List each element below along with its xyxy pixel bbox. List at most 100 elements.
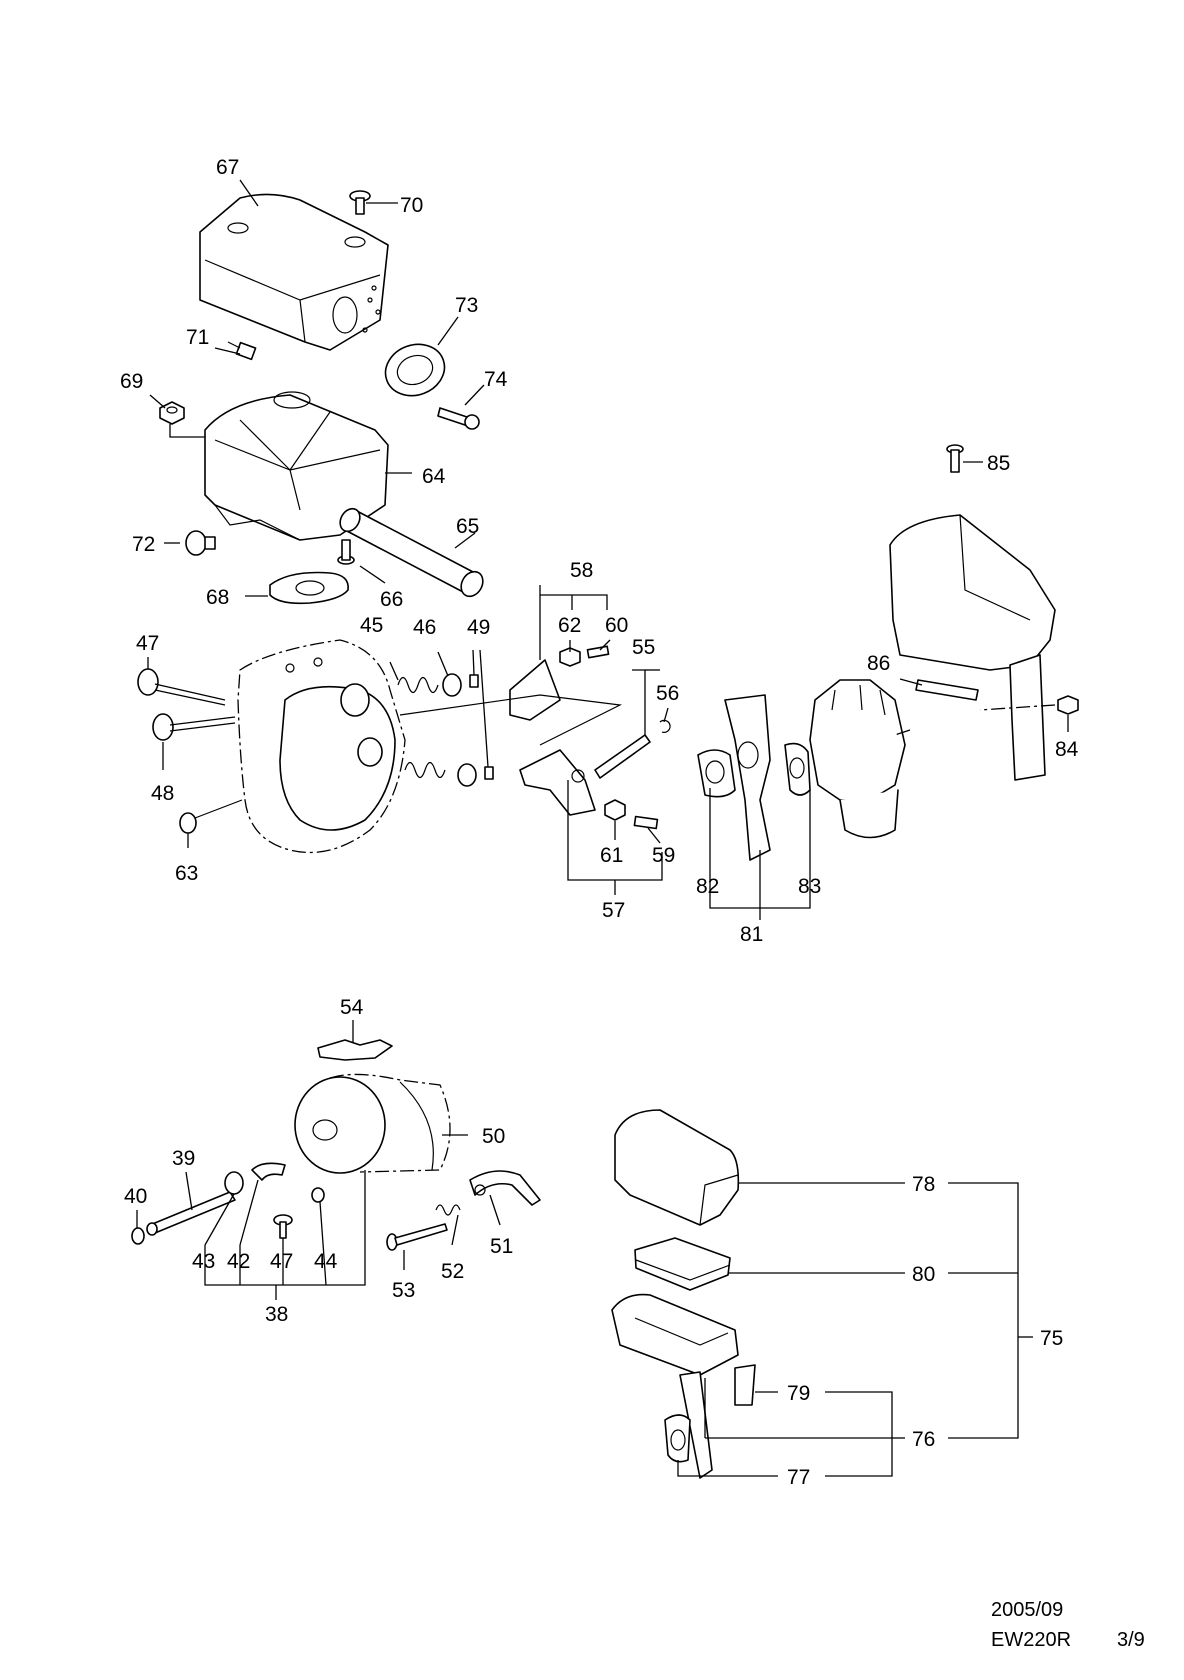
bolt-70-part: [349, 190, 371, 215]
washer-46-part: [442, 673, 477, 787]
label-73: 73: [455, 294, 478, 317]
bolt-85-part: [946, 444, 964, 473]
label-69: 69: [120, 370, 143, 393]
label-83: 83: [798, 875, 821, 898]
label-54: 54: [340, 996, 364, 1019]
label-86: 86: [867, 652, 890, 675]
linkage-frame-part: [399, 694, 623, 746]
carburetor-part: [809, 679, 906, 839]
leader-lines: [136, 179, 1069, 1477]
label-52: 52: [441, 1260, 464, 1283]
bolt-71-part: [227, 341, 257, 361]
element-80-part: [634, 1237, 731, 1291]
screw-74-part: [437, 407, 480, 430]
label-49: 49: [467, 616, 490, 639]
label-63: 63: [175, 862, 198, 885]
label-78: 78: [912, 1173, 935, 1196]
gasket-79-part: [734, 1364, 756, 1406]
nut-61-part: [604, 799, 626, 821]
label-42: 42: [227, 1250, 250, 1273]
label-48: 48: [151, 782, 174, 805]
gasket-68-part: [269, 571, 349, 605]
label-56: 56: [656, 682, 679, 705]
label-40: 40: [124, 1185, 147, 1208]
cylinder-head-part: [237, 639, 406, 854]
bolt-72-part: [185, 530, 216, 556]
label-65: 65: [456, 515, 479, 538]
label-68: 68: [206, 586, 229, 609]
label-51: 51: [490, 1235, 513, 1258]
label-50: 50: [482, 1125, 505, 1148]
page-footer: 2005/09 EW220R 3/9: [991, 1599, 1145, 1651]
label-81: 81: [740, 923, 763, 946]
label-46: 46: [413, 616, 436, 639]
plate-54-part: [317, 1039, 393, 1061]
label-44: 44: [314, 1250, 338, 1273]
label-57: 57: [602, 899, 625, 922]
pin-47-part: [273, 1214, 293, 1239]
footer-page: 3/9: [1117, 1629, 1145, 1651]
label-84: 84: [1055, 738, 1079, 761]
gasket-83-part: [784, 742, 811, 796]
spring-52-part: [435, 1204, 461, 1216]
bolt-66-part: [337, 539, 355, 565]
bolt-63-part: [179, 799, 243, 834]
label-85: 85: [987, 452, 1010, 475]
pin-53-part: [386, 1223, 448, 1251]
label-71: 71: [186, 326, 209, 349]
nut-69-part: [159, 401, 185, 425]
label-45: 45: [360, 614, 383, 637]
label-67: 67: [216, 156, 239, 179]
label-38: 38: [265, 1303, 288, 1326]
air-cleaner-housing-part: [889, 514, 1056, 781]
label-75: 75: [1040, 1327, 1063, 1350]
label-47-lower: 47: [270, 1250, 293, 1273]
arm-51-part: [469, 1170, 541, 1206]
gasket-73-part: [384, 343, 446, 397]
footer-model: EW220R: [991, 1629, 1071, 1651]
label-43: 43: [192, 1250, 215, 1273]
label-70: 70: [400, 194, 423, 217]
label-62: 62: [558, 614, 581, 637]
spring-44-part: [311, 1187, 325, 1203]
gear-50-part: [294, 1073, 451, 1174]
muffler-part: [204, 391, 389, 541]
label-77: 77: [787, 1466, 810, 1489]
nut-84-part: [1057, 695, 1079, 715]
rod-55-part: [594, 734, 651, 779]
washer-40-part: [131, 1227, 145, 1245]
label-55: 55: [632, 636, 655, 659]
screw-60-part: [586, 645, 610, 659]
label-60: 60: [605, 614, 628, 637]
insulator-81-part: [724, 694, 771, 861]
base-76-part: [611, 1293, 739, 1479]
bracket-58-part: [509, 659, 561, 721]
muffler-cover-part: [199, 193, 389, 351]
label-58: 58: [570, 559, 593, 582]
weight-42-part: [251, 1162, 286, 1181]
valve-48-part: [152, 713, 236, 741]
clip-56-part: [659, 719, 671, 733]
label-61: 61: [600, 844, 623, 867]
shaft-39-part: [146, 1191, 236, 1236]
label-53: 53: [392, 1279, 415, 1302]
stud-86-part: [915, 679, 979, 701]
label-64: 64: [422, 465, 446, 488]
label-72: 72: [132, 533, 155, 556]
valve-47-part: [137, 668, 226, 706]
cover-78-part: [614, 1109, 740, 1226]
pipe-65-part: [339, 507, 484, 598]
bracket-57-part: [519, 749, 596, 816]
keeper-49-part: [469, 674, 494, 780]
label-82: 82: [696, 875, 719, 898]
label-80: 80: [912, 1263, 935, 1286]
spring-45-part: [397, 676, 446, 779]
label-47: 47: [136, 632, 159, 655]
footer-date: 2005/09: [991, 1599, 1063, 1621]
label-66: 66: [380, 588, 403, 611]
label-79: 79: [787, 1382, 810, 1405]
gasket-82-part: [697, 749, 736, 798]
label-74: 74: [484, 368, 508, 391]
screw-59-part: [633, 815, 659, 830]
